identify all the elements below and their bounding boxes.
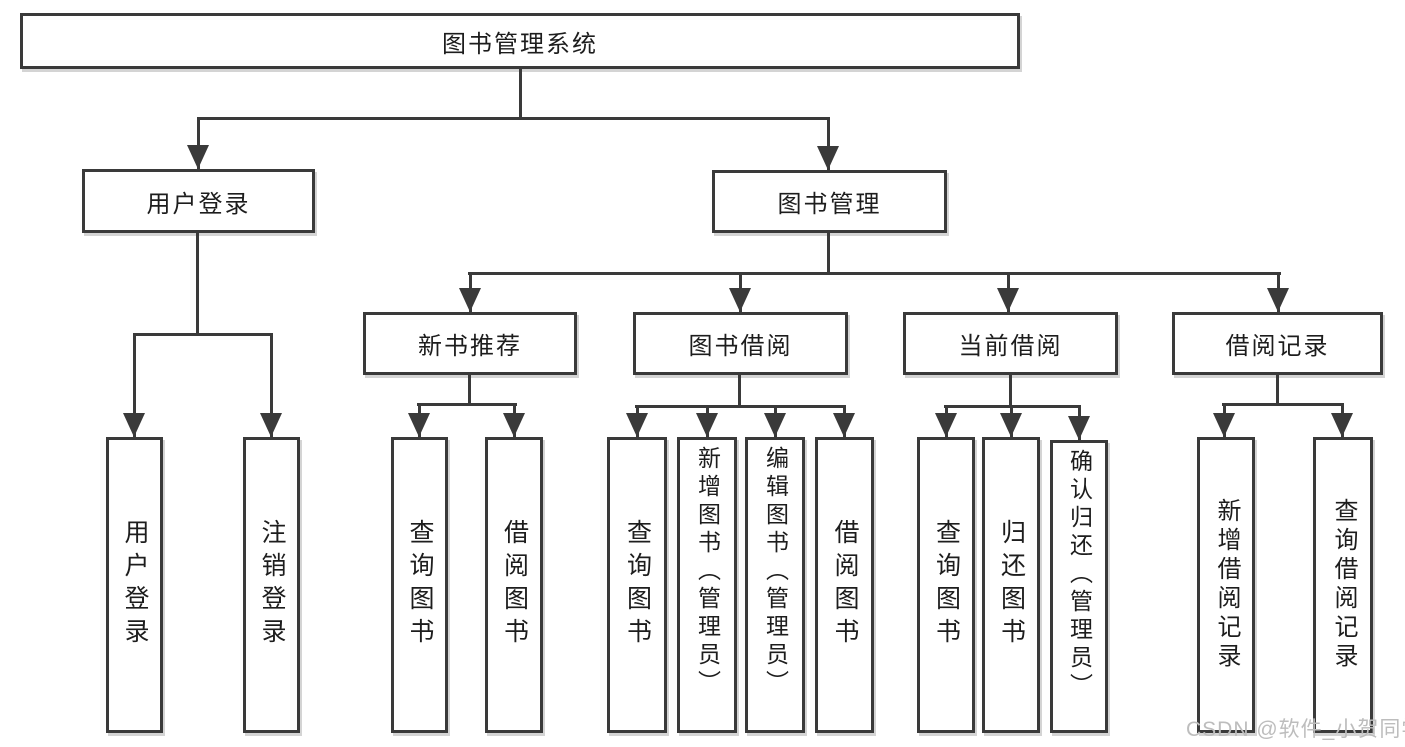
connector-line [738, 375, 741, 408]
connector-line [197, 117, 830, 120]
arrow-down-icon [935, 413, 957, 437]
leaf-add-borrowing-record: 新增借阅记录 [1197, 437, 1255, 733]
arrow-down-icon [408, 413, 430, 437]
connector-line [519, 69, 522, 120]
leaf-label: 查询图书 [932, 519, 961, 651]
connector-line [1009, 375, 1012, 408]
node-user-login: 用户登录 [82, 169, 315, 233]
connector-line [133, 333, 136, 437]
node-label: 图书借阅 [688, 333, 793, 360]
connector-line [635, 405, 846, 408]
connector-line [1222, 403, 1344, 406]
connector-line [827, 117, 830, 170]
connector-line [1276, 375, 1279, 406]
arrow-down-icon [260, 413, 282, 437]
leaf-add-books-admin: 新增图书（管理员） [677, 437, 737, 733]
connector-line [270, 333, 273, 437]
node-label: 图书管理系统 [442, 30, 598, 58]
leaf-label: 借阅图书 [831, 519, 859, 651]
node-book-borrowing: 图书借阅 [633, 312, 848, 375]
leaf-query-borrowing-record: 查询借阅记录 [1313, 437, 1373, 733]
connector-line [133, 333, 273, 336]
arrow-down-icon [764, 413, 786, 437]
node-label: 新书推荐 [418, 333, 522, 360]
arrow-down-icon [833, 413, 855, 437]
leaf-confirm-return-admin: 确认归还（管理员） [1050, 440, 1108, 733]
connector-line [827, 233, 830, 274]
node-current-borrowing: 当前借阅 [903, 312, 1118, 375]
leaf-user-login: 用户登录 [106, 437, 163, 733]
leaf-label: 查询图书 [406, 519, 434, 651]
leaf-edit-books-admin: 编辑图书（管理员） [745, 437, 805, 733]
leaf-label: 用户登录 [121, 519, 149, 651]
arrow-down-icon [123, 413, 145, 437]
arrow-down-icon [997, 288, 1019, 312]
leaf-logout: 注销登录 [243, 437, 300, 733]
connector-line [197, 117, 200, 169]
leaf-label: 查询借阅记录 [1330, 498, 1357, 672]
csdn-watermark: CSDN @软件_小贺同学 [1186, 718, 1405, 741]
arrow-down-icon [1331, 413, 1353, 437]
node-label: 当前借阅 [958, 333, 1063, 360]
arrow-down-icon [1213, 413, 1235, 437]
arrow-down-icon [729, 288, 751, 312]
leaf-label: 借阅图书 [500, 519, 529, 651]
arrow-down-icon [626, 413, 648, 437]
leaf-label: 查询图书 [623, 519, 652, 651]
arrow-down-icon [696, 413, 718, 437]
node-book-management: 图书管理 [712, 170, 947, 233]
leaf-label: 归还图书 [997, 519, 1026, 651]
connector-line [417, 403, 517, 406]
node-label: 用户登录 [146, 190, 251, 218]
leaf-return-books: 归还图书 [982, 437, 1040, 733]
leaf-label: 新增图书（管理员） [694, 446, 721, 698]
leaf-label: 编辑图书（管理员） [762, 446, 789, 698]
arrow-down-icon [187, 145, 209, 169]
connector-line [468, 375, 471, 406]
arrow-down-icon [817, 146, 839, 170]
leaf-borrow-books-recommendation: 借阅图书 [485, 437, 543, 733]
connector-line [468, 272, 1281, 275]
connector-line [196, 233, 199, 336]
leaf-query-books-current: 查询图书 [917, 437, 975, 733]
arrow-down-icon [1068, 416, 1090, 440]
node-library-management-system: 图书管理系统 [20, 13, 1020, 69]
leaf-label: 注销登录 [258, 519, 286, 651]
node-label: 借阅记录 [1225, 333, 1330, 360]
leaf-query-books-borrowing: 查询图书 [607, 437, 667, 733]
leaf-borrow-books-borrowing: 借阅图书 [815, 437, 874, 733]
arrow-down-icon [1267, 288, 1289, 312]
arrow-down-icon [459, 288, 481, 312]
leaf-query-books-recommendation: 查询图书 [391, 437, 448, 733]
node-borrowing-records: 借阅记录 [1172, 312, 1383, 375]
leaf-label: 确认归还（管理员） [1066, 449, 1093, 701]
leaf-label: 新增借阅记录 [1213, 498, 1240, 672]
arrow-down-icon [1000, 413, 1022, 437]
node-new-book-recommendation: 新书推荐 [363, 312, 577, 375]
arrow-down-icon [503, 413, 525, 437]
node-label: 图书管理 [777, 191, 882, 218]
